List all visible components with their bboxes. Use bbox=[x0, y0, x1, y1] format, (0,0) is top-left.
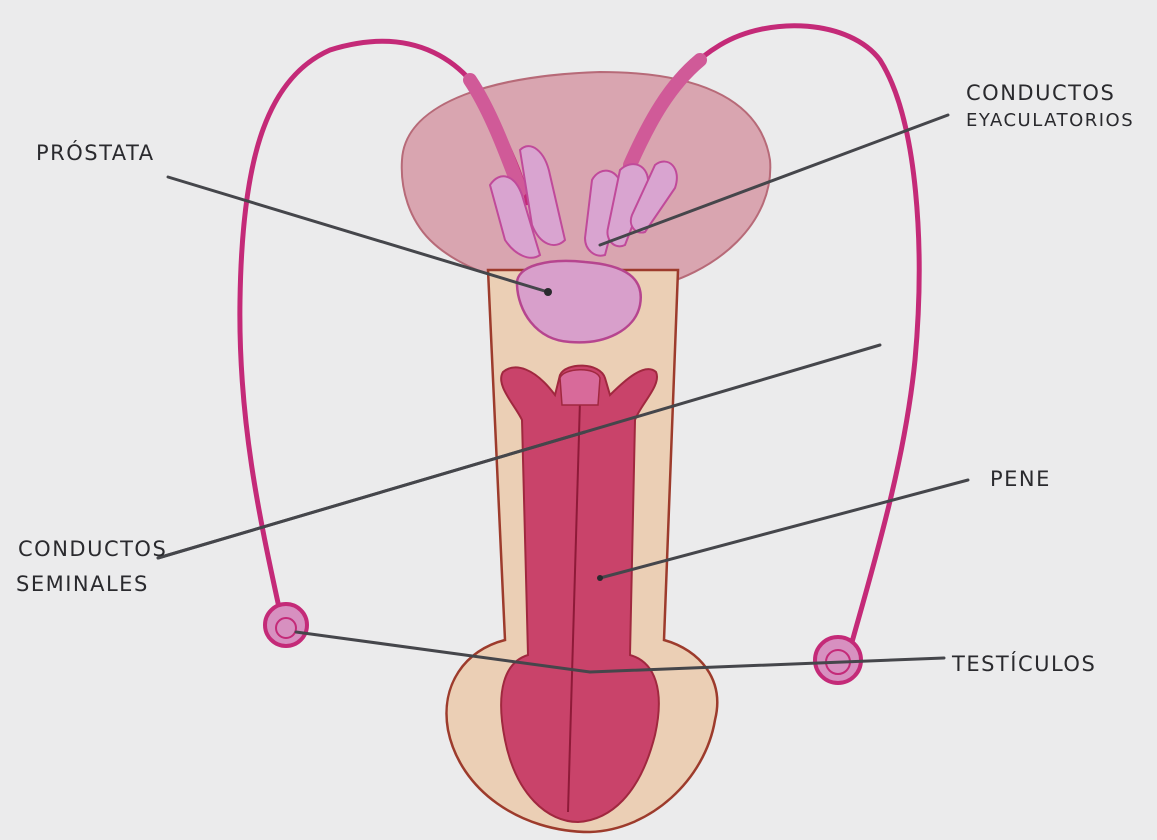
testiculos-label: TESTÍCULOS bbox=[951, 651, 1096, 676]
conductos-seminales-label-line1: CONDUCTOS bbox=[18, 537, 167, 561]
pene-label: PENE bbox=[990, 467, 1051, 491]
left-testicle bbox=[265, 604, 307, 646]
conductos-eyaculatorios-label-line2: EYACULATORIOS bbox=[966, 110, 1134, 131]
conductos-eyaculatorios-label-line1: CONDUCTOS bbox=[966, 81, 1115, 105]
prostate-body bbox=[402, 72, 771, 293]
conductos-seminales-label-line2: SEMINALES bbox=[16, 572, 149, 596]
urethra-tip bbox=[560, 370, 600, 405]
prostata-label: PRÓSTATA bbox=[36, 140, 155, 165]
right-testicle bbox=[815, 637, 861, 683]
